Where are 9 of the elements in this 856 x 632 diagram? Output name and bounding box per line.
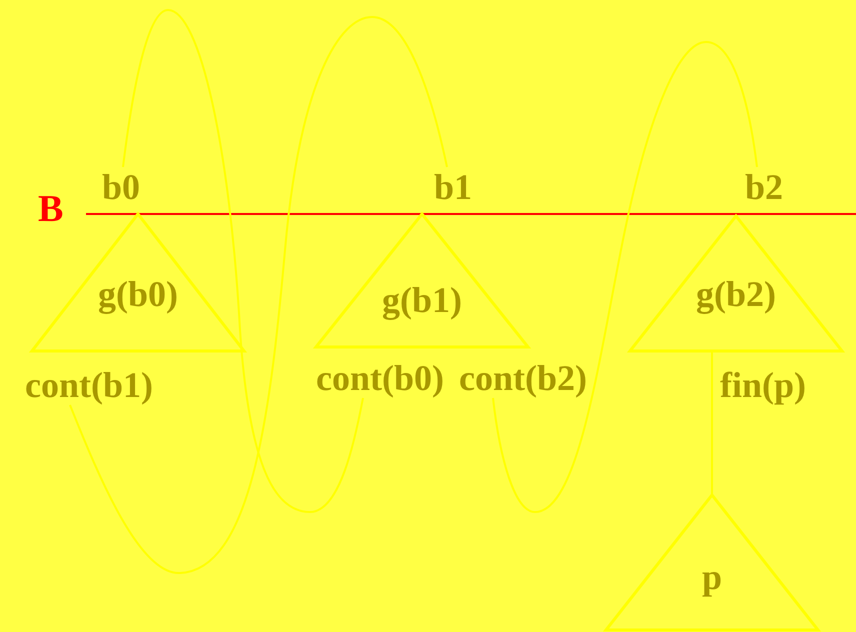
node-label: b2 [744,167,784,207]
node-label: b1 [434,167,472,207]
edge-label: fin(p) [720,365,806,405]
node-label: b0 [102,167,140,207]
connector-line [711,351,713,495]
node-label: cont(b0) [316,358,444,398]
node-label: cont(b2) [459,358,587,398]
node-label: cont(b1) [25,365,153,405]
connector-line [69,16,448,574]
